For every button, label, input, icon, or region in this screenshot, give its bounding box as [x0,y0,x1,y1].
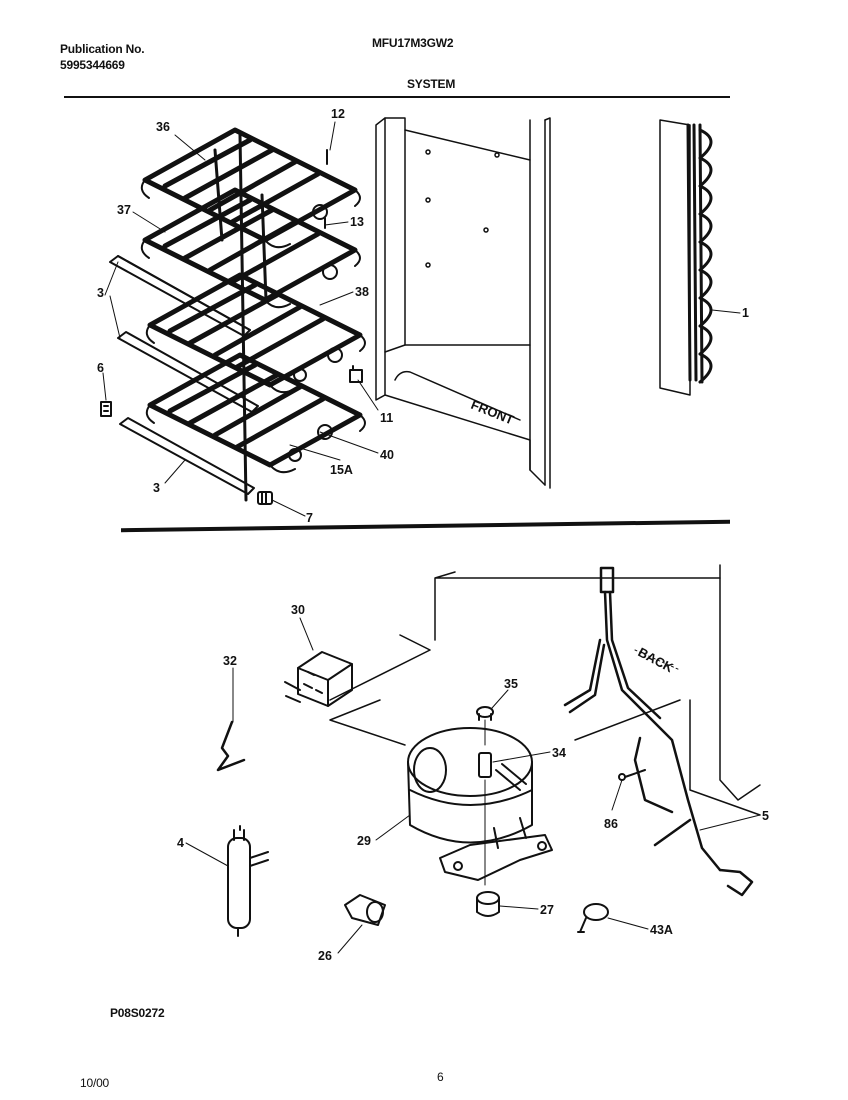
cabinet-liner [375,117,691,489]
fitting-part-7 [257,491,273,505]
leader-lines-lower [185,617,761,954]
label-7: 7 [306,511,313,525]
page-number: 6 [437,1070,444,1084]
back-wall-dash [634,649,681,671]
coil-return-bends [140,179,366,474]
shelf-rail-lower [119,417,255,495]
leader-lines-upper [102,121,741,517]
filter-drier-4 [227,825,269,937]
start-relay-30 [284,651,353,707]
clip-part-32 [216,720,246,772]
model-number: MFU17M3GW2 [372,36,454,50]
condenser-coil [686,123,713,384]
shelf-rail-upper [109,255,251,337]
label-11: 11 [380,411,393,425]
cabinet-back-outline [329,564,761,816]
label-26: 26 [318,949,332,963]
evaporator-coil-shelves [142,127,363,468]
label-3-lower: 3 [153,481,160,495]
compressor-29 [407,727,553,881]
upper-part-labels: 36 12 37 13 3 38 1 6 11 40 15A 3 7 [97,107,749,525]
sleeve-34 [478,752,492,778]
revision-date: 10/00 [80,1076,110,1090]
label-36: 36 [156,120,170,134]
label-1: 1 [742,306,749,320]
bracket-26 [344,894,386,926]
clip-part-11 [349,365,363,383]
label-35: 35 [504,677,518,691]
label-12: 12 [331,107,345,121]
publication-number: 5995344669 [60,58,125,72]
section-title: SYSTEM [407,77,456,91]
publication-label: Publication No. [60,42,145,56]
grommet-35 [476,706,494,721]
clip-part-6 [100,401,112,417]
label-15a: 15A [330,463,353,477]
label-38: 38 [355,285,369,299]
label-4: 4 [177,836,184,850]
label-5: 5 [762,809,769,823]
clamp-43a [577,903,609,933]
label-86: 86 [604,817,618,831]
label-30: 30 [291,603,305,617]
grommet-27 [476,891,500,917]
coil-vertical-tube [213,133,268,502]
label-13: 13 [350,215,364,229]
drawing-code: P08S0272 [110,1006,165,1020]
wiring-harness-5 [563,566,754,897]
label-29: 29 [357,834,371,848]
label-27: 27 [540,903,554,917]
label-6: 6 [97,361,104,375]
label-32: 32 [223,654,237,668]
screw-86 [618,769,646,781]
shelf-rail-middle [117,331,259,413]
label-37: 37 [117,203,131,217]
back-text: BACK [636,644,677,675]
label-40: 40 [380,448,394,462]
label-34: 34 [552,746,566,760]
label-43a: 43A [650,923,673,937]
header-rule [64,96,730,98]
label-3-upper: 3 [97,286,104,300]
lower-part-labels: 30 32 35 34 86 5 29 4 27 43A 26 [177,603,769,963]
